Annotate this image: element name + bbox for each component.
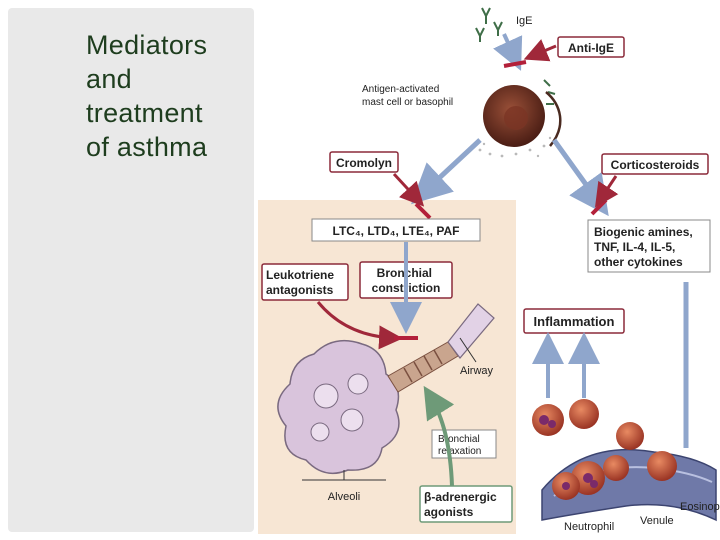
- eosinophil-label: Eosinophil: [680, 501, 720, 513]
- mediators-label: LTC₄, LTD₄, LTE₄, PAF: [333, 224, 460, 238]
- biogenic-line: TNF, IL-4, IL-5,: [594, 240, 675, 254]
- airway-illustration: [387, 303, 495, 393]
- bronchial-relaxation-label: Bronchial relaxation: [438, 434, 482, 457]
- beta-agonists-line: β-adrenergic: [424, 490, 497, 504]
- title-panel: [8, 8, 254, 532]
- beta-agonists-box: [419, 485, 513, 523]
- anti-ige-arrow: [523, 39, 557, 62]
- biogenic-line: Biogenic amines,: [594, 225, 693, 239]
- anti-ige-label: Anti-IgE: [568, 41, 614, 55]
- bronchial-relaxation-line: Bronchial: [438, 434, 480, 445]
- airway-label: Airway: [460, 365, 494, 377]
- ige-block-bar: [503, 60, 527, 68]
- title-line: of asthma: [86, 132, 208, 162]
- neutrophil-label: Neutrophil: [564, 521, 614, 533]
- bronchial-relaxation-box: [431, 429, 497, 459]
- mast-cell-label-line: mast cell or basophil: [362, 97, 453, 108]
- cromolyn-arrow: [392, 172, 425, 207]
- asthma-mediators-diagram: IgE Anti-IgE Antigen-activated mast cell…: [254, 0, 720, 540]
- title-line: treatment: [86, 98, 203, 128]
- inflammatory-cells: [532, 399, 677, 500]
- mediators-box: [311, 218, 481, 242]
- biogenic-box: [587, 219, 711, 273]
- bronchial-relaxation-line: relaxation: [438, 446, 481, 457]
- antigen-chain: [545, 91, 562, 147]
- venule-label: Venule: [640, 515, 674, 527]
- mast-cell-receptors: [543, 79, 556, 105]
- ige-antibodies: [475, 7, 503, 42]
- alveoli-label: Alveoli: [328, 491, 360, 503]
- leukotriene-box: [261, 263, 349, 301]
- anti-ige-box: [557, 36, 625, 58]
- leukotriene-label: Leukotriene antagonists: [266, 268, 337, 297]
- diagram-svg: IgE Anti-IgE Antigen-activated mast cell…: [258, 7, 720, 534]
- corticosteroids-arrow: [595, 175, 619, 208]
- inflammation-label: Inflammation: [534, 314, 615, 329]
- mast-to-biogenic-arrow: [551, 138, 609, 217]
- leukotriene-arrow: [316, 301, 403, 350]
- corticosteroids-label: Corticosteroids: [611, 158, 700, 172]
- slide-title: Mediators and treatment of asthma: [86, 28, 251, 164]
- leukotriene-line: Leukotriene: [266, 268, 334, 282]
- alveoli-illustration: [277, 339, 400, 475]
- title-line: and: [86, 64, 132, 94]
- mast-cell-nucleus: [504, 106, 528, 130]
- granule-release: [478, 136, 552, 158]
- leukotriene-line: antagonists: [266, 283, 334, 297]
- airway-leader-line: [459, 337, 477, 363]
- biogenic-label: Biogenic amines, TNF, IL-4, IL-5, other …: [594, 225, 696, 269]
- cromolyn-box: [329, 151, 399, 173]
- ige-arrow: [493, 33, 523, 71]
- cromolyn-label: Cromolyn: [336, 156, 392, 170]
- title-line: Mediators: [86, 30, 208, 60]
- relaxation-arrow: [423, 385, 455, 487]
- beta-agonists-line: agonists: [424, 505, 474, 519]
- mast-to-mediators-arrow: [411, 138, 482, 205]
- corticosteroids-box: [601, 153, 709, 175]
- beta-agonists-label: β-adrenergic agonists: [424, 490, 500, 519]
- biogenic-line: other cytokines: [594, 255, 683, 269]
- mast-cell-label-line: Antigen-activated: [362, 84, 439, 95]
- mast-cell-label: Antigen-activated mast cell or basophil: [362, 84, 453, 108]
- ige-label: IgE: [516, 15, 533, 27]
